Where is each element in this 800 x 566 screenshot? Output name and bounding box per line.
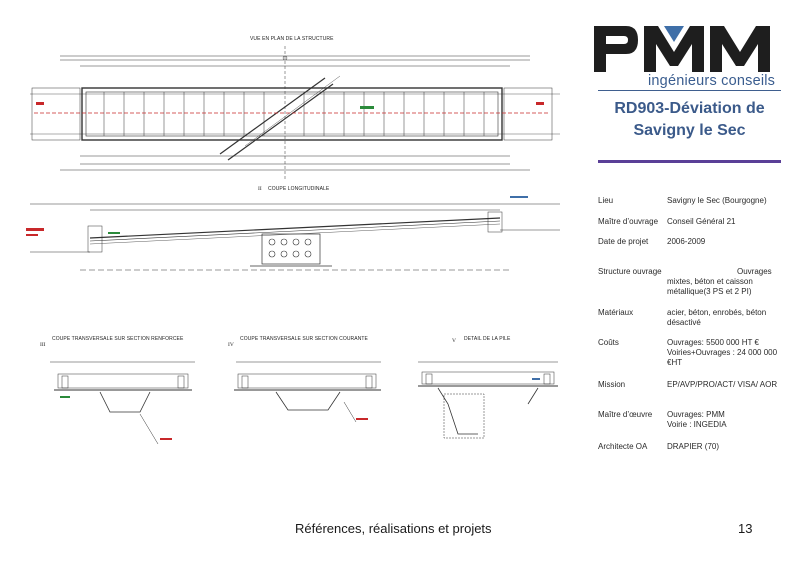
info-value-date: 2006-2009 xyxy=(667,237,787,247)
info-value-line: mixtes, béton et caisson xyxy=(667,277,753,286)
plan-view-drawing: VUE EN PLAN DE LA STRUCTURE xyxy=(20,36,565,186)
transverse-current-title: COUPE TRANSVERSALE SUR SECTION COURANTE xyxy=(240,336,368,342)
logo-subtitle: ingénieurs conseils xyxy=(648,73,776,89)
info-value-lieu: Savigny le Sec (Bourgogne) xyxy=(667,196,787,206)
project-title-line2: Savigny le Sec xyxy=(633,122,746,139)
plan-view-title: VUE EN PLAN DE LA STRUCTURE xyxy=(250,36,334,42)
transverse-reinforced-drawing: III COUPE TRANSVERSALE SUR SECTION RENFO… xyxy=(40,334,205,459)
info-label-structure: Structure ouvrage xyxy=(598,267,662,276)
info-value-materiaux: acier, béton, enrobés, béton désactivé xyxy=(667,308,787,328)
project-title-line1: RD903-Déviation de xyxy=(614,100,765,117)
footer-text: Références, réalisations et projets xyxy=(295,521,492,536)
info-label-architecte: Architecte OA xyxy=(598,442,648,451)
longitudinal-roman: II xyxy=(258,186,262,192)
info-label-mission: Mission xyxy=(598,380,626,389)
info-label-maitre-ouvrage: Maître d’ouvrage xyxy=(598,217,659,226)
info-value-mission: EP/AVP/PRO/ACT/ VISA/ AOR xyxy=(667,380,787,390)
info-label-materiaux: Matériaux xyxy=(598,308,634,317)
info-value-line: Voirie : INGEDIA xyxy=(667,420,727,429)
info-value-line: EP/AVP/PRO/ACT/ VISA/ AOR xyxy=(667,380,778,389)
info-value-line: métallique(3 PS et 2 PI) xyxy=(667,287,752,296)
info-value-line: Ouvrages: PMM xyxy=(667,410,725,419)
info-value-line: Savigny le Sec (Bourgogne) xyxy=(667,196,767,205)
transverse-reinforced-title: COUPE TRANSVERSALE SUR SECTION RENFORCEE xyxy=(52,336,184,342)
info-value-line: Conseil Général 21 xyxy=(667,217,736,226)
pmm-logo-mark xyxy=(594,26,770,72)
transverse-reinforced-roman: III xyxy=(40,342,46,348)
info-label-maitre-oeuvre: Maître d’œuvre xyxy=(598,410,653,419)
info-value-architecte: DRAPIER (70) xyxy=(667,442,787,452)
info-value-line: DRAPIER (70) xyxy=(667,442,720,451)
info-value-couts: Ouvrages: 5500 000 HT € Voiries+Ouvrages… xyxy=(667,338,787,368)
info-value-line: 2006-2009 xyxy=(667,237,706,246)
longitudinal-section-drawing: II COUPE LONGITUDINALE xyxy=(20,182,565,277)
longitudinal-title: COUPE LONGITUDINALE xyxy=(268,186,330,192)
pile-detail-roman: V xyxy=(452,338,456,344)
title-bottom-rule xyxy=(598,160,781,163)
info-value-maitre-oeuvre: Ouvrages: PMM Voirie : INGEDIA xyxy=(667,410,787,430)
info-label-lieu: Lieu xyxy=(598,196,614,205)
info-value-maitre-ouvrage: Conseil Général 21 xyxy=(667,217,787,227)
info-value-line: Ouvrages xyxy=(737,267,772,276)
info-value-line: Voiries+Ouvrages : 24 000 000 xyxy=(667,348,778,357)
pile-detail-drawing: V DETAIL DE LA PILE xyxy=(408,334,568,449)
transverse-current-drawing: IV COUPE TRANSVERSALE SUR SECTION COURAN… xyxy=(226,334,391,459)
title-top-rule xyxy=(598,90,781,91)
pile-detail-title: DETAIL DE LA PILE xyxy=(464,336,511,342)
info-value-line: Ouvrages: 5500 000 HT € xyxy=(667,338,759,347)
transverse-current-roman: IV xyxy=(228,342,234,348)
info-value-structure: Ouvrages mixtes, béton et caisson métall… xyxy=(667,267,787,297)
info-label-date: Date de projet xyxy=(598,237,649,246)
info-value-line: acier, béton, enrobés, béton xyxy=(667,308,767,317)
info-value-line: désactivé xyxy=(667,318,701,327)
info-label-couts: Coûts xyxy=(598,338,619,347)
pmm-logo xyxy=(592,24,792,94)
page-number: 13 xyxy=(738,521,753,536)
info-value-line: €HT xyxy=(667,358,683,367)
project-title: RD903-Déviation de Savigny le Sec xyxy=(598,98,781,142)
